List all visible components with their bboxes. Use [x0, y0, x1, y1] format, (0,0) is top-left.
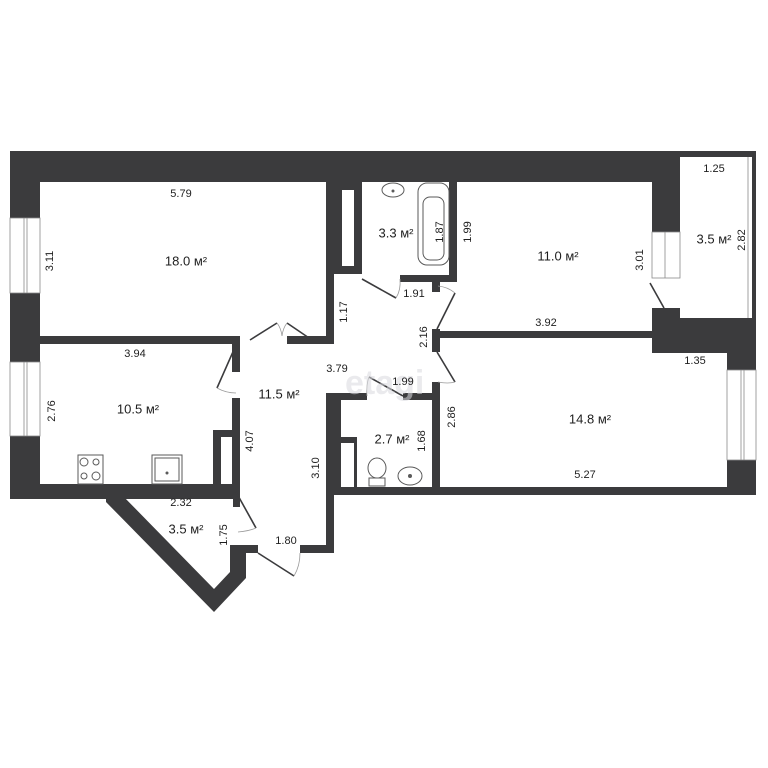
- window-kitchen: [9, 361, 41, 437]
- dim-hall-right: 3.10: [310, 457, 322, 478]
- fixtures: [77, 182, 450, 487]
- dim-bedroom-bottom-height: 2.86: [446, 406, 458, 427]
- door-kitchen: [216, 344, 237, 394]
- room-area-hallway: 11.5 м²: [258, 386, 300, 401]
- room-area-bedroom-top: 11.0 м²: [537, 248, 579, 263]
- door-bedroom-bottom: [436, 351, 456, 384]
- room-area-bathroom: 3.3 м²: [379, 225, 415, 240]
- toilet-icon: [367, 457, 387, 487]
- dim-bedroom-top-width: 3.92: [535, 317, 556, 329]
- watermark: etagi: [345, 364, 424, 402]
- dim-loggia-width: 2.32: [170, 497, 191, 509]
- dim-living-height: 3.11: [44, 251, 56, 272]
- room-area-kitchen: 10.5 м²: [117, 401, 160, 416]
- dim-hall-entry: 1.80: [275, 535, 296, 547]
- door-toilet: [366, 376, 404, 397]
- dim-hall-left: 4.07: [244, 430, 256, 451]
- dim-kitchen-width: 3.94: [124, 348, 145, 360]
- door-loggia: [235, 491, 257, 533]
- dim-bath-tub: 1.87: [434, 221, 446, 242]
- dim-hall-length: 3.79: [326, 363, 347, 375]
- doors: [216, 278, 665, 577]
- dim-bedroom-bottom-width: 5.27: [574, 469, 595, 481]
- door-bedroom-top: [436, 285, 456, 330]
- door-entry: [257, 552, 301, 577]
- dim-loggia-height: 1.75: [218, 524, 230, 545]
- walls: [10, 151, 756, 612]
- room-area-loggia: 3.5 м²: [169, 521, 205, 536]
- window-bedroom-bottom: [726, 369, 757, 461]
- dim-bath-height: 1.99: [462, 221, 474, 242]
- dim-balcony-height: 2.82: [736, 229, 748, 250]
- dim-kitchen-height: 2.76: [46, 400, 58, 421]
- door-bathroom: [361, 278, 401, 299]
- dimension-labels: 5.79 3.11 1.87 1.99 1.91 1.17 2.16 3.92 …: [44, 163, 748, 547]
- room-area-living: 18.0 м²: [165, 253, 208, 268]
- dim-balcony-width: 1.25: [703, 163, 724, 175]
- kitchen-sink-icon: [151, 454, 183, 485]
- room-labels: 18.0 м² 3.3 м² 11.0 м² 3.5 м² 10.5 м² 11…: [117, 225, 732, 536]
- dim-corridor-mid: 2.16: [418, 326, 430, 347]
- dim-bath-width: 1.91: [403, 288, 424, 300]
- dim-toilet-door: 1.99: [392, 376, 413, 388]
- door-living: [249, 322, 313, 341]
- dim-toilet-height: 1.68: [416, 430, 428, 451]
- room-area-balcony: 3.5 м²: [697, 231, 733, 246]
- sink-toilet-icon: [397, 466, 423, 486]
- dim-living-width: 5.79: [170, 188, 191, 200]
- room-area-bedroom-bottom: 14.8 м²: [569, 411, 612, 426]
- dim-bedroom-bottom-top: 1.35: [684, 355, 705, 367]
- dim-corridor-upper: 1.17: [338, 301, 350, 322]
- window-bedroom-top: [651, 231, 681, 279]
- windows: [9, 157, 757, 461]
- room-area-toilet: 2.7 м²: [375, 431, 411, 446]
- stove-icon: [77, 454, 104, 485]
- dim-bedroom-top-height: 3.01: [634, 249, 646, 270]
- door-balcony: [649, 282, 665, 309]
- window-living: [9, 217, 41, 294]
